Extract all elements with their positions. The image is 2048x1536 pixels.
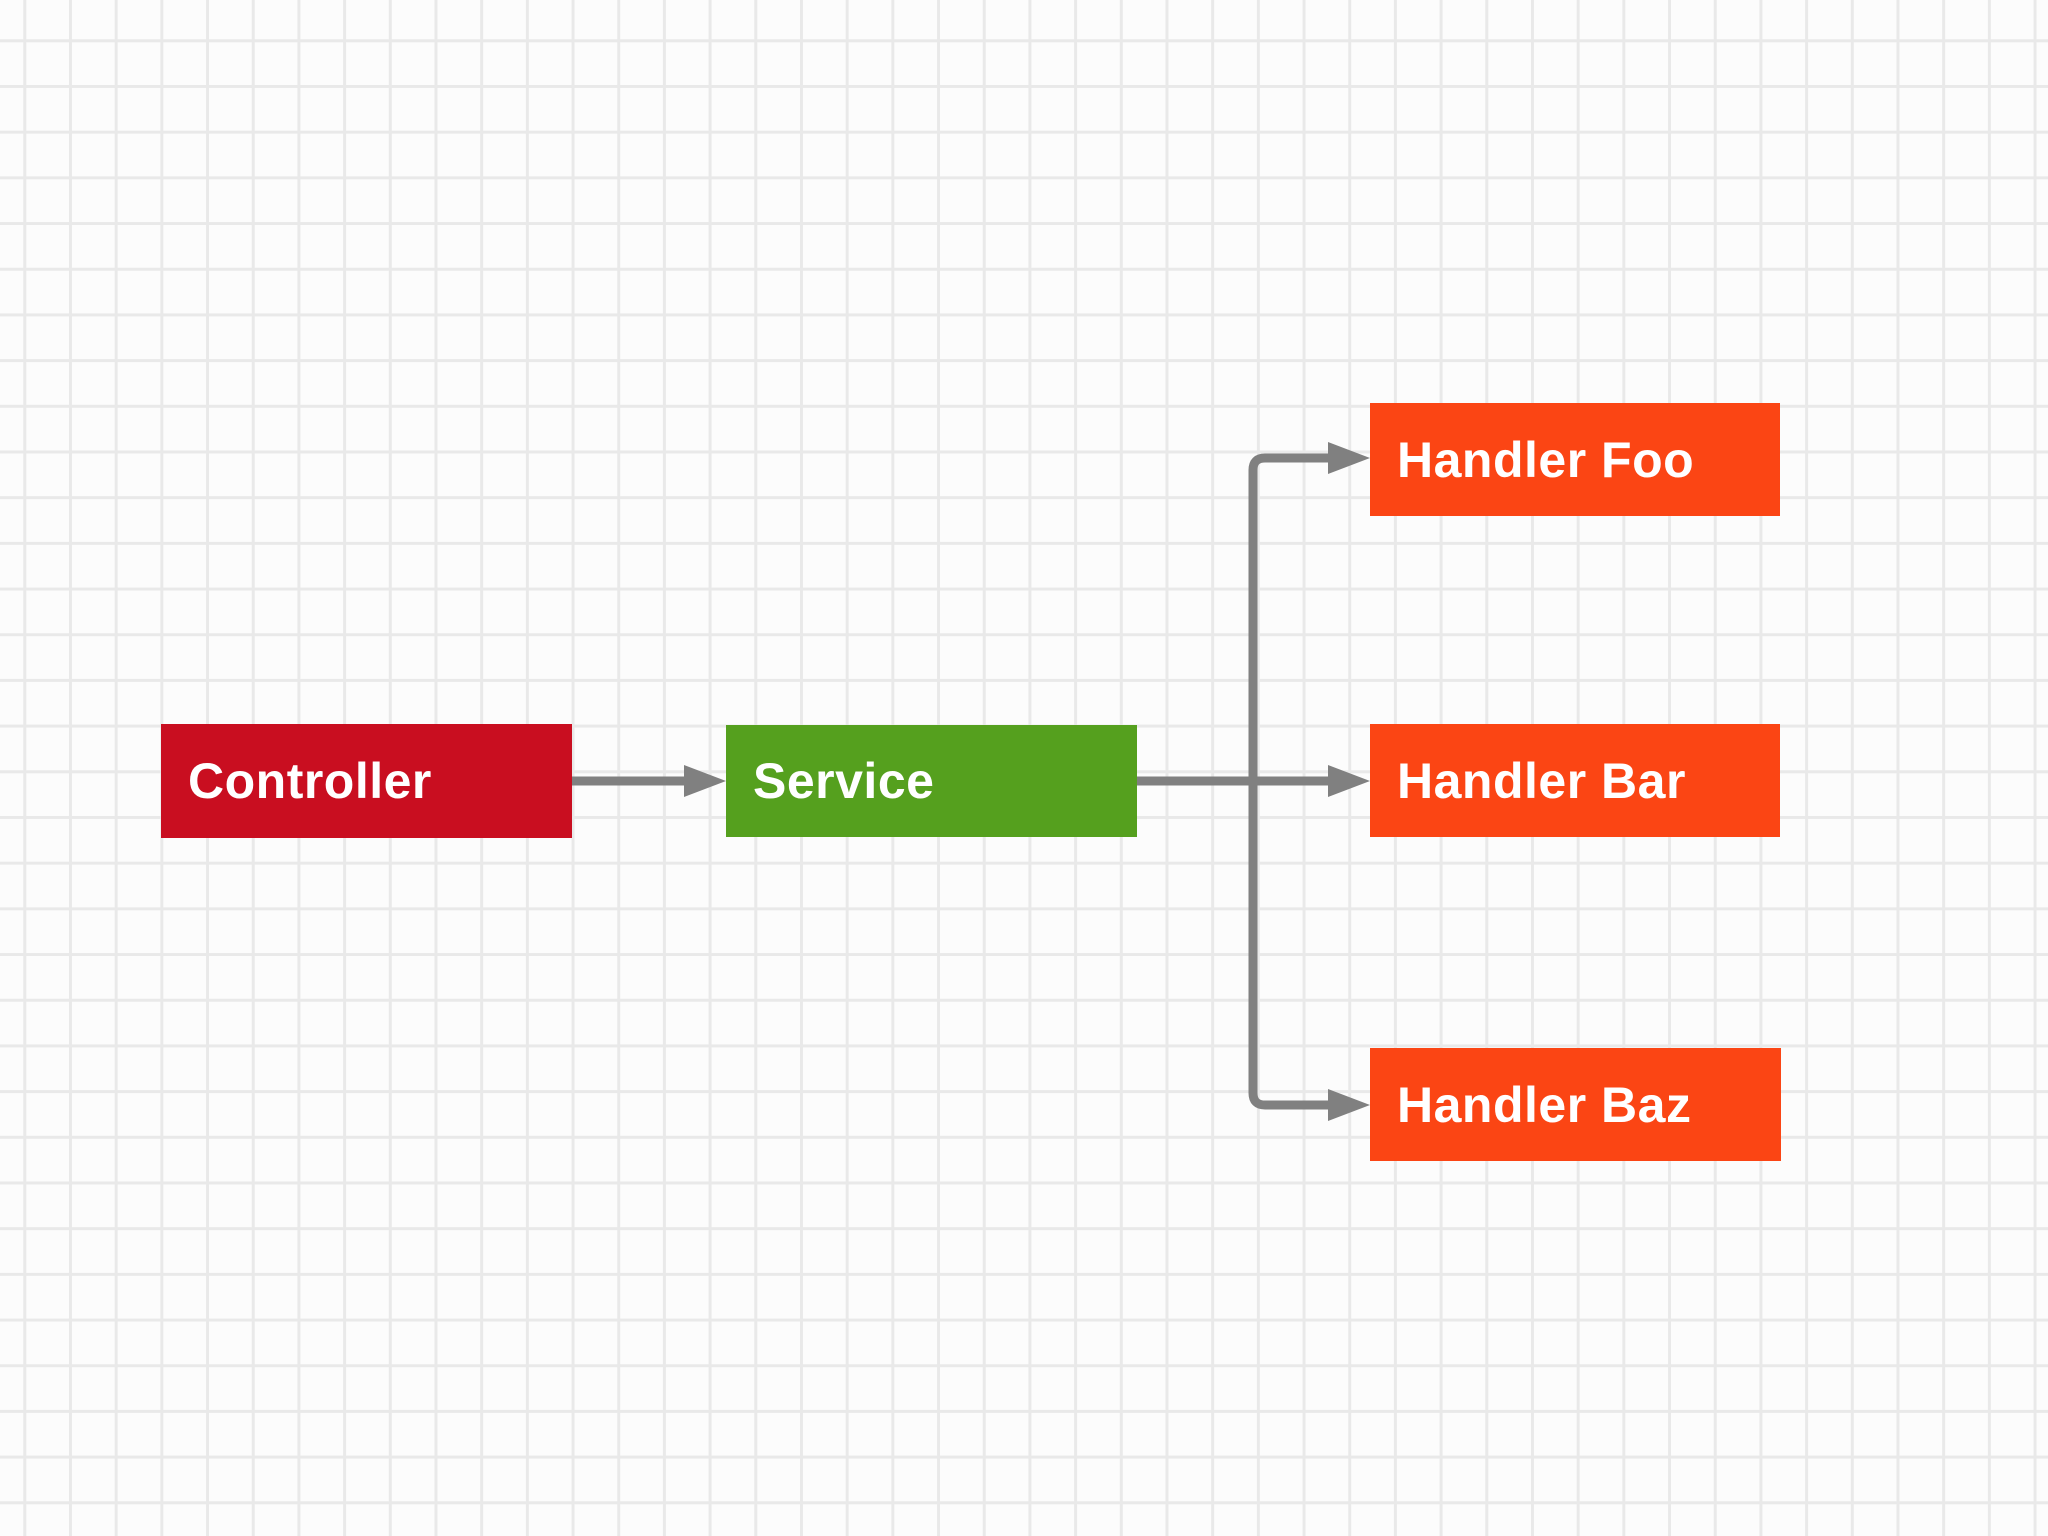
node-service-label: Service [753,753,935,809]
node-handler-baz-label: Handler Baz [1397,1076,1692,1133]
node-handler-foo[interactable]: Handler Foo [1370,403,1780,516]
node-controller[interactable]: Controller [161,724,572,838]
node-handler-foo-label: Handler Foo [1397,431,1695,488]
edge-service-to-handler-baz-arrowhead-icon [1328,1089,1370,1121]
edge-service-to-handler-bar-arrowhead-icon [1328,765,1370,797]
edge-service-to-handler-foo-arrowhead-icon [1328,442,1370,474]
node-service[interactable]: Service [726,725,1137,837]
edge-controller-to-service-arrowhead-icon [684,765,726,797]
edge-service-to-handler-bar[interactable] [1137,765,1370,797]
node-handler-baz[interactable]: Handler Baz [1370,1048,1781,1161]
node-handler-bar[interactable]: Handler Bar [1370,724,1780,837]
edge-service-to-handler-foo[interactable] [1248,442,1370,781]
edge-service-to-handler-baz[interactable] [1248,781,1370,1121]
edge-service-to-handler-baz-line [1248,781,1334,1110]
node-handler-bar-label: Handler Bar [1397,752,1686,809]
node-controller-label: Controller [188,753,432,809]
edge-controller-to-service[interactable] [572,765,726,797]
edge-service-to-handler-foo-line [1248,453,1334,781]
